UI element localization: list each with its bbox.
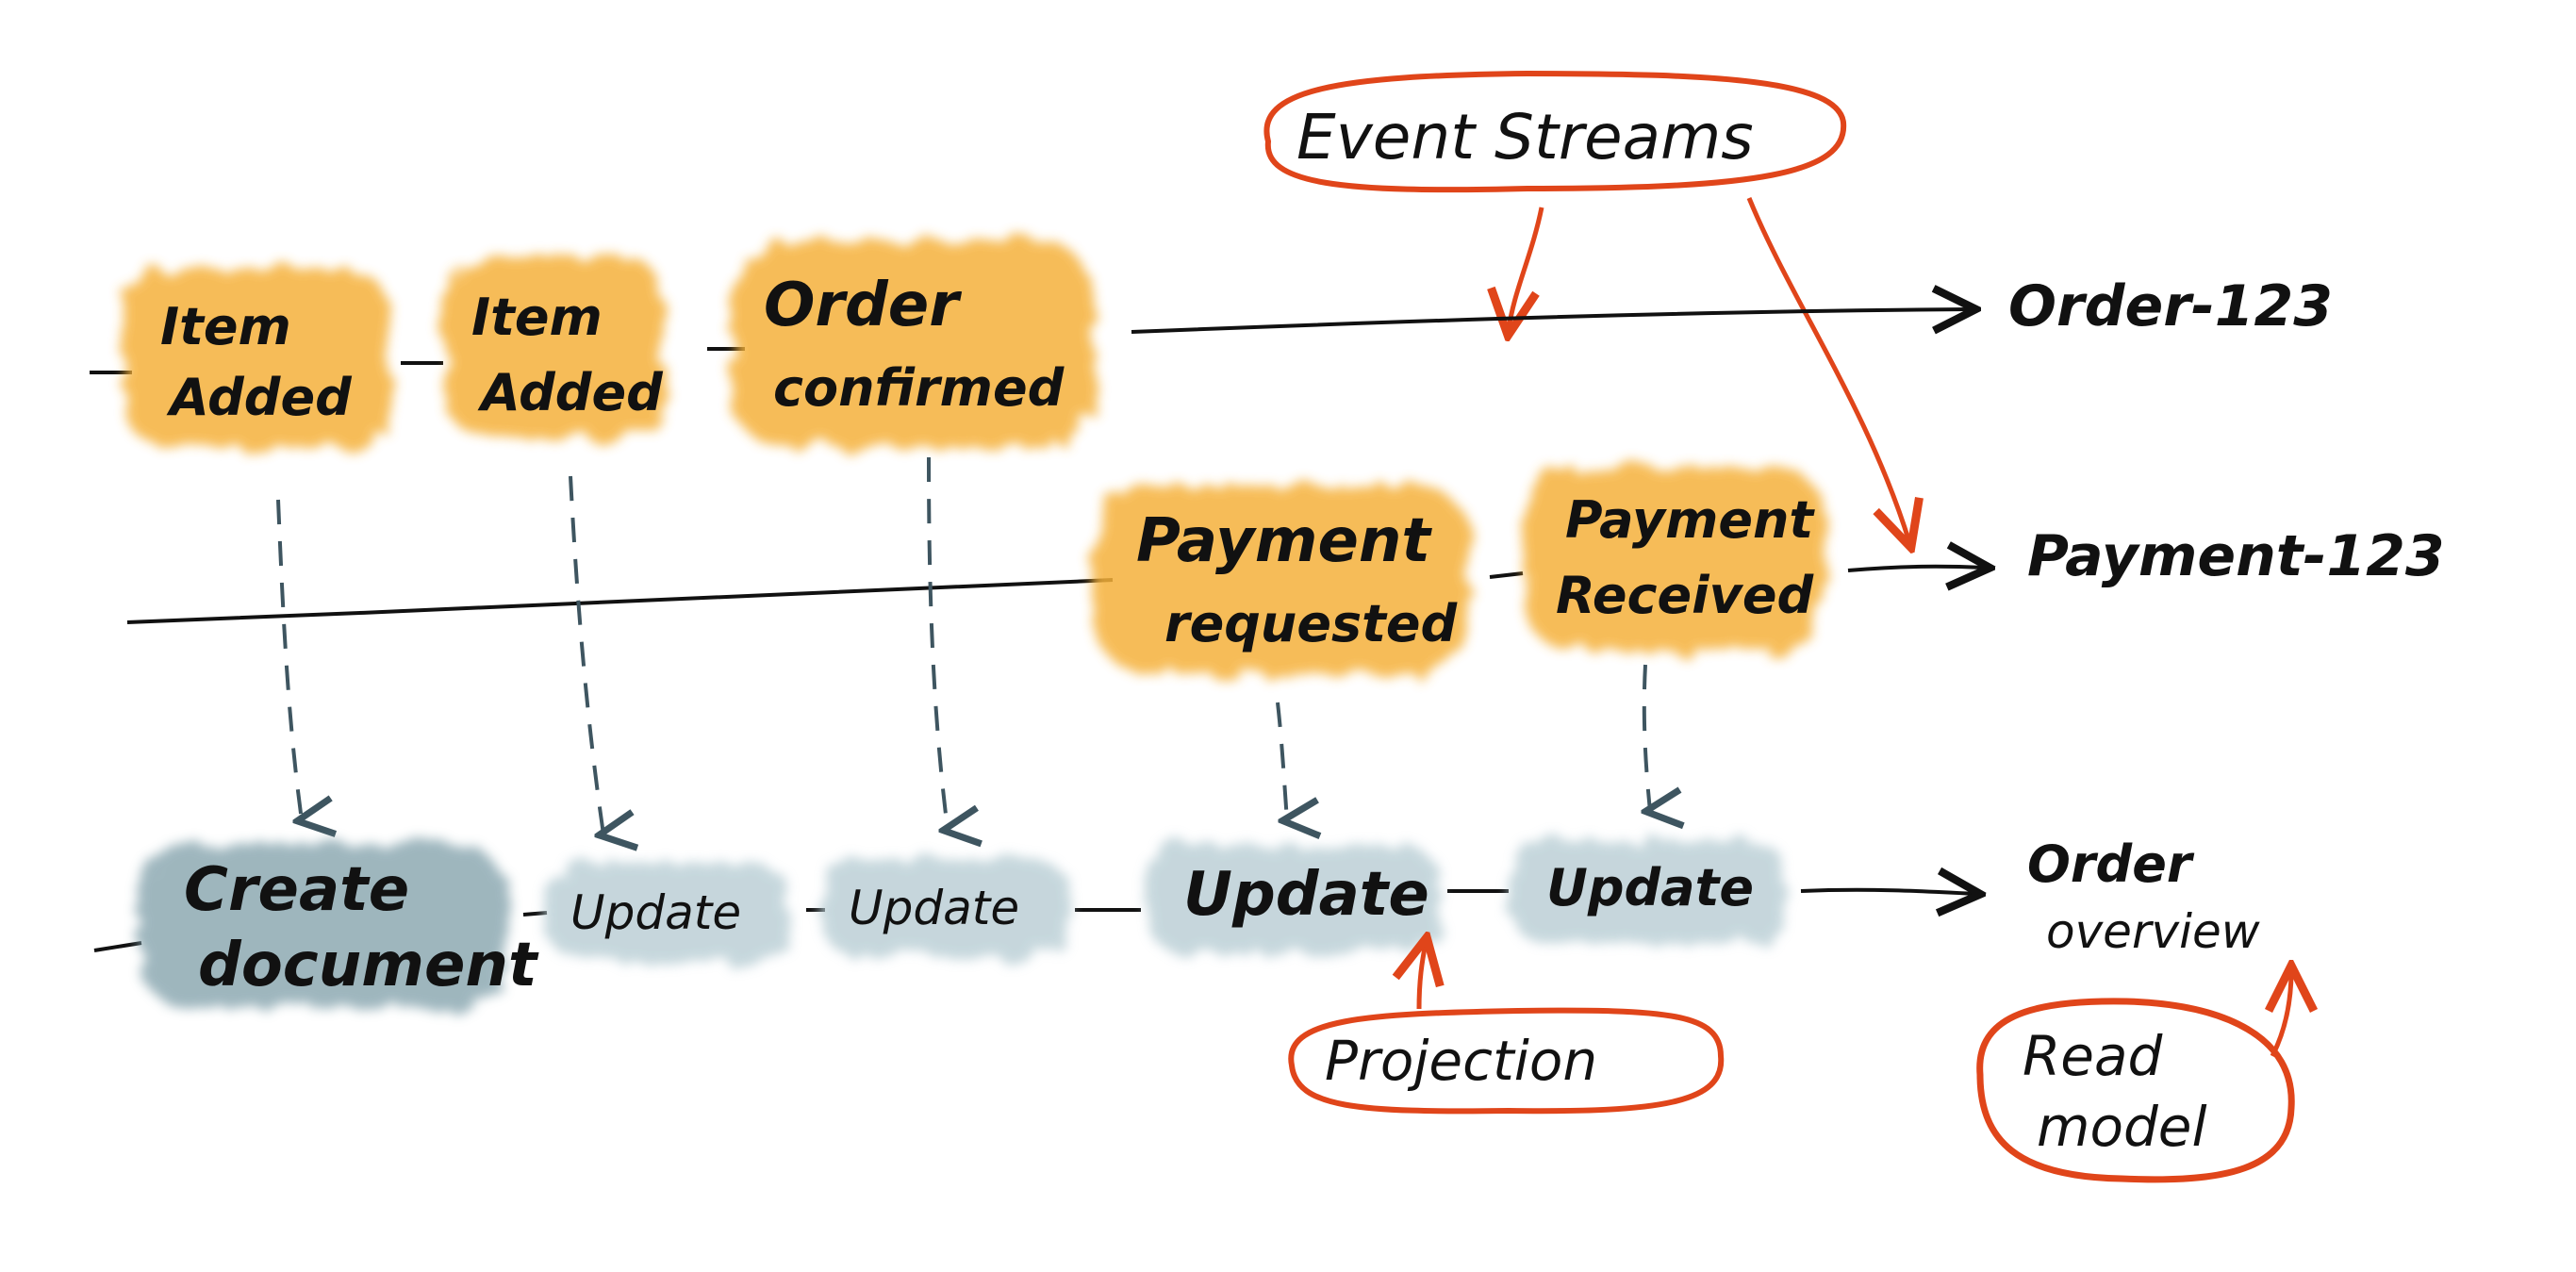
projection-label: Projection bbox=[1325, 1029, 1597, 1093]
read-model-pointer bbox=[2272, 971, 2291, 1058]
event-payment-requested: Payment requested bbox=[1094, 486, 1471, 674]
payment-stream-line bbox=[126, 578, 1114, 624]
step-label-line2: document bbox=[198, 931, 539, 1000]
event-label-line2: Added bbox=[477, 363, 664, 422]
step-label-line1: Create bbox=[184, 855, 409, 925]
event-payment-received: Payment Received bbox=[1523, 467, 1825, 651]
projection-pointer bbox=[1419, 943, 1426, 1010]
read-model-label-line1: Order bbox=[2027, 834, 2195, 894]
order-stream: Item Added Item Added Order confirmed Or… bbox=[90, 240, 2333, 448]
order-stream-label: Order-123 bbox=[2008, 273, 2333, 339]
step-update: Update bbox=[820, 858, 1070, 957]
payment-stream-label: Payment-123 bbox=[2027, 523, 2445, 589]
event-label-line1: Item bbox=[160, 297, 291, 356]
read-model-annotation: Read model bbox=[1976, 971, 2292, 1183]
read-model-label-line2: overview bbox=[2046, 904, 2260, 959]
event-label-line1: Payment bbox=[1136, 506, 1432, 576]
event-label-line2: requested bbox=[1164, 594, 1459, 653]
event-label-line1: Order bbox=[764, 271, 962, 340]
event-label-line2: confirmed bbox=[773, 358, 1065, 418]
payment-stream: Payment requested Payment Received Payme… bbox=[126, 467, 2445, 674]
dashed-arrow bbox=[1276, 702, 1287, 820]
dashed-arrow bbox=[1644, 664, 1650, 811]
step-create-document: Create document bbox=[137, 844, 539, 1009]
projection-arrows bbox=[276, 456, 1650, 834]
event-streams-annotation: Event Streams bbox=[1263, 70, 1909, 542]
event-label-line2: Added bbox=[166, 368, 353, 427]
order-stream-line bbox=[1131, 309, 1971, 332]
dashed-arrow bbox=[569, 475, 603, 834]
step-label: Update bbox=[849, 881, 1019, 935]
step-label: Update bbox=[1546, 858, 1754, 917]
event-label-line2: Received bbox=[1556, 566, 1814, 625]
event-item-added-1: Item Added bbox=[123, 269, 391, 448]
read-model-annotation-line1: Read bbox=[2023, 1024, 2164, 1088]
event-label-line1: Payment bbox=[1565, 490, 1815, 550]
event-label-line1: Item bbox=[471, 288, 603, 347]
step-label: Update bbox=[570, 885, 741, 940]
event-streams-pointer-payment bbox=[1746, 197, 1909, 542]
dashed-arrow bbox=[927, 456, 948, 830]
step-label: Update bbox=[1183, 860, 1429, 930]
event-order-confirmed: Order confirmed bbox=[731, 240, 1094, 448]
step-update: Update bbox=[547, 863, 792, 962]
event-streams-label: Event Streams bbox=[1296, 101, 1754, 173]
projection-annotation: Projection bbox=[1288, 943, 1725, 1115]
event-streams-pointer-order bbox=[1509, 206, 1544, 330]
dashed-arrow bbox=[276, 499, 302, 820]
step-update: Update bbox=[1146, 844, 1438, 952]
read-model-row: Create document Update Update Update Upd… bbox=[93, 834, 2260, 1009]
step-update: Update bbox=[1509, 839, 1787, 943]
read-model-annotation-line2: model bbox=[2037, 1095, 2207, 1159]
event-item-added-2: Item Added bbox=[443, 255, 665, 438]
